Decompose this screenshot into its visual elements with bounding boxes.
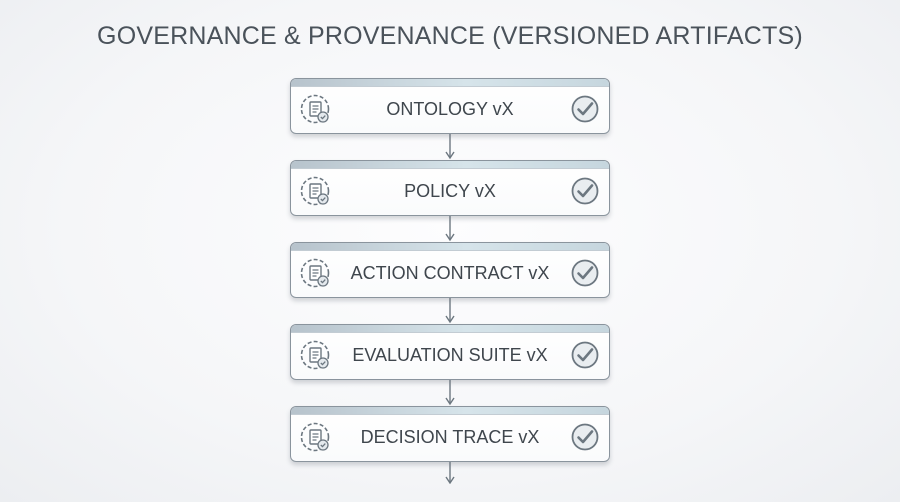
flow-arrow (290, 298, 610, 324)
artifact-card-policy: POLICY vX (290, 160, 610, 216)
diagram-title: GOVERNANCE & PROVENANCE (VERSIONED ARTIF… (97, 22, 803, 50)
artifact-card-action-contract: ACTION CONTRACT vX (290, 242, 610, 298)
flow-arrow (290, 216, 610, 242)
card-header-band (291, 243, 609, 251)
document-gear-icon (300, 422, 330, 452)
artifact-label: EVALUATION SUITE vX (352, 345, 548, 365)
card-header-band (291, 79, 609, 87)
flow-arrow (290, 380, 610, 406)
document-gear-icon (300, 258, 330, 288)
flow-arrow-tail (290, 462, 610, 484)
check-circle-icon (571, 259, 599, 287)
check-circle-icon (571, 95, 599, 123)
flow-arrow (290, 134, 610, 160)
artifact-label: DECISION TRACE vX (360, 427, 540, 447)
artifact-label: POLICY vX (404, 181, 496, 201)
artifact-flow: ONTOLOGY vX POLICY vX (290, 78, 610, 484)
card-header-band (291, 407, 609, 415)
document-gear-icon (300, 176, 330, 206)
artifact-card-decision-trace: DECISION TRACE vX (290, 406, 610, 462)
check-circle-icon (571, 341, 599, 369)
card-header-band (291, 161, 609, 169)
artifact-card-evaluation-suite: EVALUATION SUITE vX (290, 324, 610, 380)
document-gear-icon (300, 340, 330, 370)
card-header-band (291, 325, 609, 333)
artifact-card-ontology: ONTOLOGY vX (290, 78, 610, 134)
check-circle-icon (571, 423, 599, 451)
artifact-label: ACTION CONTRACT vX (350, 263, 550, 283)
artifact-label: ONTOLOGY vX (386, 99, 514, 119)
check-circle-icon (571, 177, 599, 205)
document-gear-icon (300, 94, 330, 124)
